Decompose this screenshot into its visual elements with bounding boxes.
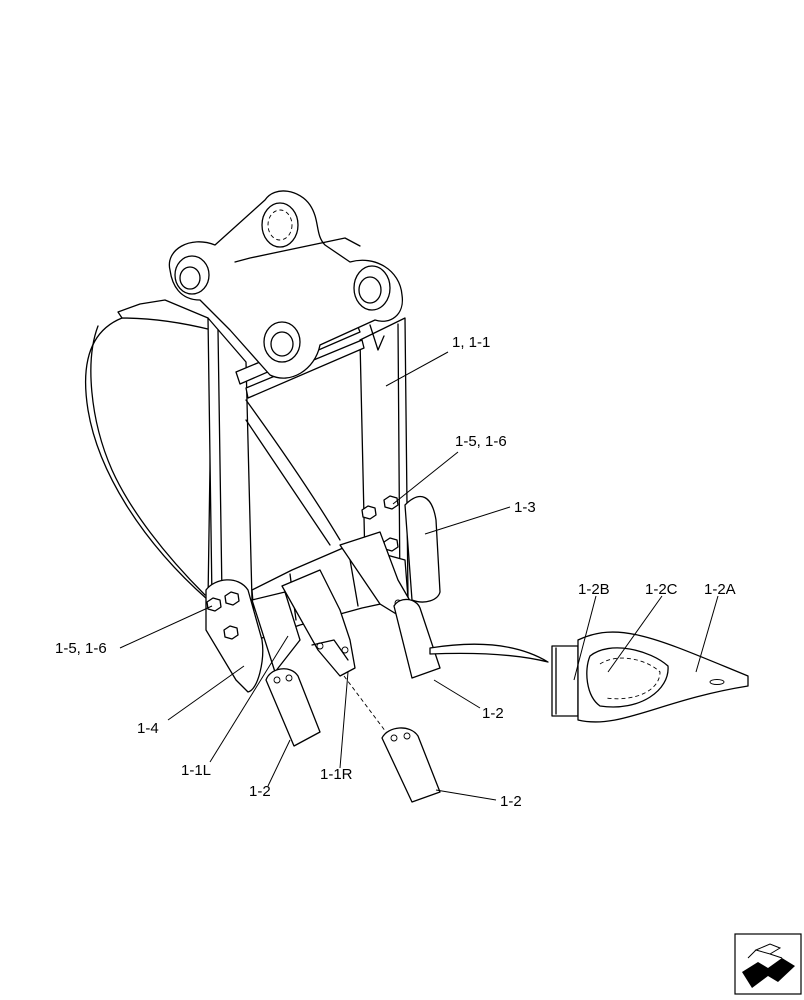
bolt-group-right [361, 495, 399, 552]
callout-1-2A: 1-2A [704, 581, 736, 598]
bucket-drawing [84, 190, 549, 803]
callout-1-2-right: 1-2 [500, 793, 522, 810]
callout-labels: 1, 1-1 1-5, 1-6 1-3 1-5, 1-6 1-4 1-1L 1-… [55, 334, 736, 810]
callout-1-5-1-6-right: 1-5, 1-6 [455, 433, 507, 450]
bolt-group-left [206, 591, 240, 640]
callout-1-2C: 1-2C [645, 581, 678, 598]
callout-1-4: 1-4 [137, 720, 159, 737]
callout-1-2-center: 1-2 [482, 705, 504, 722]
callout-1-3: 1-3 [514, 499, 536, 516]
callout-1-1L: 1-1L [181, 762, 211, 779]
tooth-detail-drawing [551, 631, 749, 723]
callout-1-2-left: 1-2 [249, 783, 271, 800]
callout-1-2B: 1-2B [578, 581, 610, 598]
page-turn-arrow-icon[interactable] [734, 933, 802, 995]
callout-1-1: 1, 1-1 [452, 334, 490, 351]
leader-lines [119, 351, 719, 801]
callout-1-1R: 1-1R [320, 766, 353, 783]
callout-1-5-1-6-left: 1-5, 1-6 [55, 640, 107, 657]
